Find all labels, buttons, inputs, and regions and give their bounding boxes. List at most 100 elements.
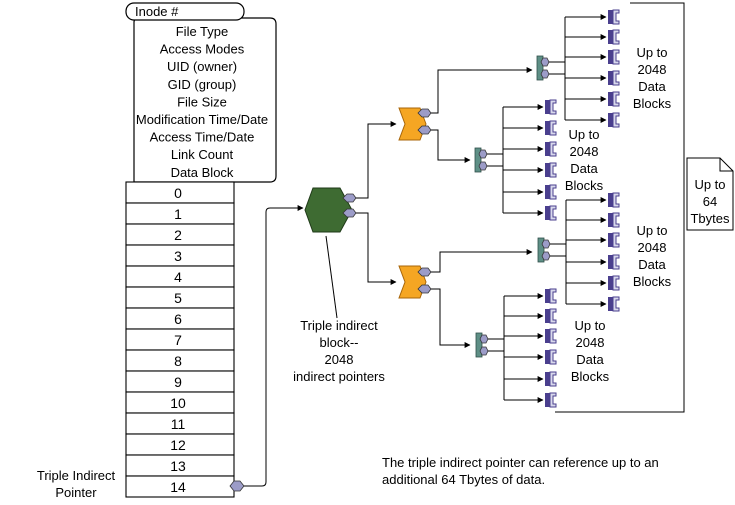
- pointer-row-number: 2: [174, 227, 182, 243]
- single-indirect-block: [474, 104, 544, 216]
- triple-block-label-line2: block--: [319, 335, 358, 350]
- document-label-line1: Up to: [694, 177, 725, 192]
- single-indirect-block: [537, 197, 607, 307]
- inode-field: File Size: [177, 94, 227, 109]
- triple-block-label-line3: 2048: [325, 352, 354, 367]
- single-pointer-node: [541, 239, 551, 249]
- pointer-row-number: 10: [170, 395, 186, 411]
- pointer-row-number: 5: [174, 290, 182, 306]
- double-indirect-block-lower: [398, 265, 432, 299]
- data-label-2-line1: Up to: [568, 127, 599, 142]
- data-block: [545, 371, 557, 387]
- pointer-row-number: 0: [174, 185, 182, 201]
- pointer-row-number: 3: [174, 248, 182, 264]
- data-label-4-line1: Up to: [574, 318, 605, 333]
- inode-field: Access Time/Date: [150, 130, 255, 145]
- document-label-line2: 64: [703, 194, 717, 209]
- pointer-row-number: 13: [170, 458, 186, 474]
- data-block: [545, 349, 557, 365]
- data-label-1-line1: Up to: [636, 45, 667, 60]
- data-blocks-label-4: Up to 2048 Data Blocks: [571, 318, 610, 384]
- data-block: [608, 49, 620, 65]
- inode-number-tab: [125, 2, 245, 21]
- data-block: [608, 275, 620, 291]
- pointer-row-number: 1: [174, 206, 182, 222]
- pointer-row-number: 12: [170, 437, 186, 453]
- data-blocks-label-1: Up to 2048 Data Blocks: [633, 45, 672, 111]
- single-pointer-node: [478, 161, 488, 171]
- data-block: [545, 308, 557, 324]
- data-label-4-line4: Blocks: [571, 369, 610, 384]
- data-block: [608, 296, 620, 312]
- triple-pointer-link: [229, 205, 304, 492]
- data-block: [608, 232, 620, 248]
- data-label-4-line2: 2048: [576, 335, 605, 350]
- double-indirect-block-upper: [398, 107, 432, 141]
- single-pointer-node: [479, 346, 489, 356]
- pointer-row-number: 11: [171, 416, 186, 432]
- triple-indirect-pointer-label-line1: Triple Indirect: [37, 468, 116, 483]
- single-pointer-node: [541, 251, 551, 261]
- inode-field: Access Modes: [160, 42, 245, 57]
- data-label-4-line3: Data: [576, 352, 604, 367]
- data-blocks-label-2: Up to 2048 Data Blocks: [565, 127, 604, 193]
- inode-number-label: Inode #: [135, 4, 179, 19]
- single-indirect-groups: [474, 9, 620, 408]
- data-block: [545, 99, 557, 115]
- data-label-2-line3: Data: [570, 161, 598, 176]
- data-label-3-line1: Up to: [636, 223, 667, 238]
- single-indirect-block: [475, 293, 544, 403]
- data-label-2-line4: Blocks: [565, 178, 604, 193]
- triple-block-label-line4: indirect pointers: [293, 369, 385, 384]
- data-block: [608, 29, 620, 45]
- data-label-1-line3: Data: [638, 79, 666, 94]
- data-block: [608, 70, 620, 86]
- pointer-row-number: 4: [174, 269, 182, 285]
- data-block: [545, 162, 557, 178]
- data-label-2-line2: 2048: [570, 144, 599, 159]
- data-label-3-line4: Blocks: [633, 274, 672, 289]
- inode-field: GID (group): [168, 77, 237, 92]
- caption-line1: The triple indirect pointer can referenc…: [382, 455, 659, 470]
- pointer-row-number: 9: [174, 374, 182, 390]
- triple-indirect-pointer-label-line2: Pointer: [55, 485, 97, 500]
- data-block: [608, 112, 620, 128]
- data-block: [608, 9, 620, 25]
- data-block: [608, 91, 620, 107]
- data-block: [545, 141, 557, 157]
- data-label-1-line2: 2048: [638, 62, 667, 77]
- triple-indirect-block: [304, 187, 357, 233]
- single-pointer-node: [478, 149, 488, 159]
- caption-line2: additional 64 Tbytes of data.: [382, 472, 545, 487]
- double-upper-shape: [398, 107, 427, 141]
- data-label-1-line4: Blocks: [633, 96, 672, 111]
- pointer-row-number: 6: [174, 311, 182, 327]
- data-block: [608, 212, 620, 228]
- single-pointer-node: [540, 69, 550, 79]
- single-indirect-block: [536, 14, 607, 123]
- inode-field: Modification Time/Date: [136, 112, 268, 127]
- data-block: [608, 192, 620, 208]
- data-blocks-label-3: Up to 2048 Data Blocks: [633, 223, 672, 289]
- data-block: [545, 288, 557, 304]
- data-label-3-line3: Data: [638, 257, 666, 272]
- inode-field: Link Count: [171, 147, 234, 162]
- single-pointer-node: [479, 334, 489, 344]
- data-block: [608, 254, 620, 270]
- data-block: [545, 184, 557, 200]
- pointer-row-number: 8: [174, 353, 182, 369]
- data-block: [545, 205, 557, 221]
- pointer-row-number: 7: [174, 332, 182, 348]
- inode-field: UID (owner): [167, 59, 237, 74]
- triple-block-label-line1: Triple indirect: [300, 318, 378, 333]
- pointer-row-number: 14: [170, 479, 186, 495]
- inode-field: File Type: [176, 24, 229, 39]
- data-block: [545, 392, 557, 408]
- document-label-line3: Tbytes: [690, 211, 730, 226]
- data-block: [545, 120, 557, 136]
- single-pointer-node: [540, 57, 550, 67]
